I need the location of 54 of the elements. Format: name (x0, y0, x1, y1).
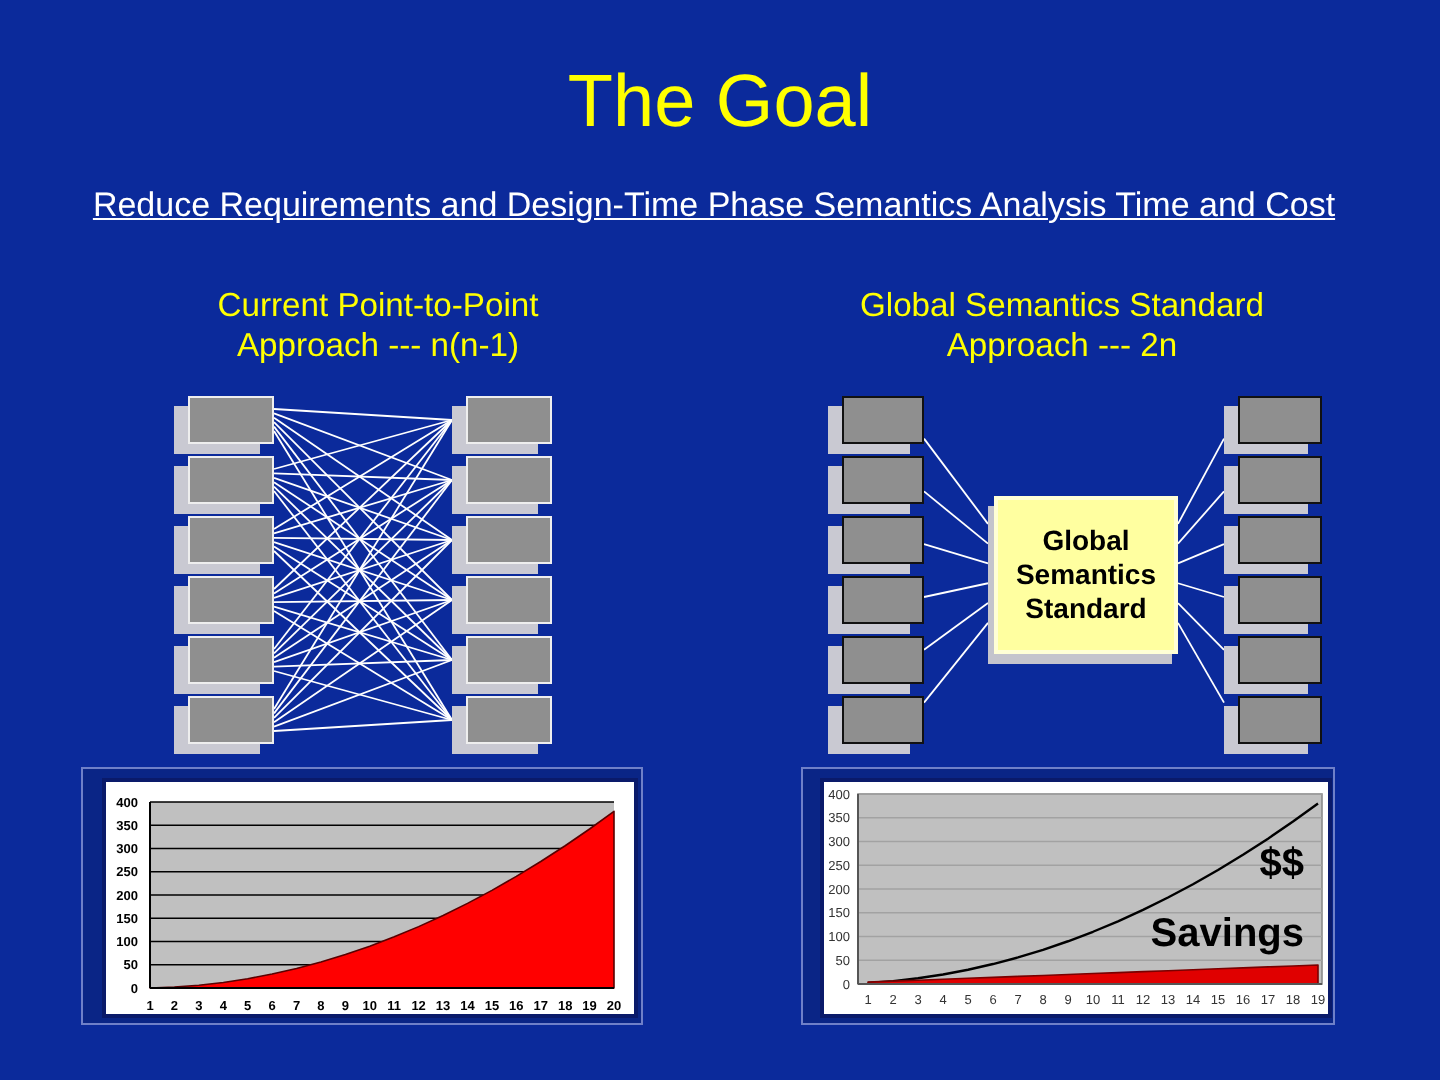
connector-line (1177, 437, 1225, 525)
connector-line (1177, 602, 1225, 651)
box-label: Global Semantics Standard (1013, 524, 1159, 626)
node-box (828, 456, 924, 514)
node-box (452, 696, 552, 754)
node-box (174, 576, 274, 634)
connector-line (923, 437, 989, 525)
connector-line (273, 408, 453, 421)
connector-line (273, 472, 453, 481)
section-heading: Current Point-to-Point Approach --- n(n-1) (216, 286, 540, 366)
connector-line (273, 719, 453, 732)
section-heading: Global Semantics Standard Approach --- 2n (858, 286, 1266, 366)
node-box (174, 696, 274, 754)
connector-line (1177, 490, 1225, 545)
connector-line (273, 659, 453, 668)
node-box (452, 576, 552, 634)
connector-line (273, 670, 453, 721)
annotation-text: Savings (1150, 912, 1304, 956)
connector-line (923, 621, 989, 704)
node-box (828, 576, 924, 634)
node-box (452, 636, 552, 694)
connector-line (923, 602, 989, 651)
connector-line (273, 599, 453, 604)
connector-line (273, 419, 453, 470)
connector-line (1177, 621, 1225, 704)
connector-line (1177, 543, 1225, 565)
connector-line (273, 412, 453, 481)
connector-line (923, 582, 989, 598)
node-box (828, 636, 924, 694)
annotation-text: $$ (1259, 842, 1304, 886)
connector-line (923, 490, 989, 545)
hub-box (988, 496, 1178, 664)
subtitle-text: Reduce Requirements and Design-Time Phase Semantics Analysis Time and Cost (91, 186, 1337, 226)
connector-line (273, 536, 453, 541)
node-box (1224, 396, 1322, 454)
node-box (1224, 576, 1322, 634)
node-box (1224, 456, 1322, 514)
node-box (1224, 516, 1322, 574)
node-box (452, 396, 552, 454)
node-box (828, 696, 924, 754)
node-box (828, 516, 924, 574)
node-box (174, 456, 274, 514)
node-box (828, 396, 924, 454)
connector-line (1177, 582, 1225, 598)
node-box (1224, 636, 1322, 694)
node-box (174, 516, 274, 574)
connector-line (273, 659, 453, 728)
node-box (174, 396, 274, 454)
node-box (452, 456, 552, 514)
slide-title: The Goal (567, 58, 873, 146)
connector-line (923, 543, 989, 565)
node-box (1224, 696, 1322, 754)
node-box (174, 636, 274, 694)
node-box (452, 516, 552, 574)
